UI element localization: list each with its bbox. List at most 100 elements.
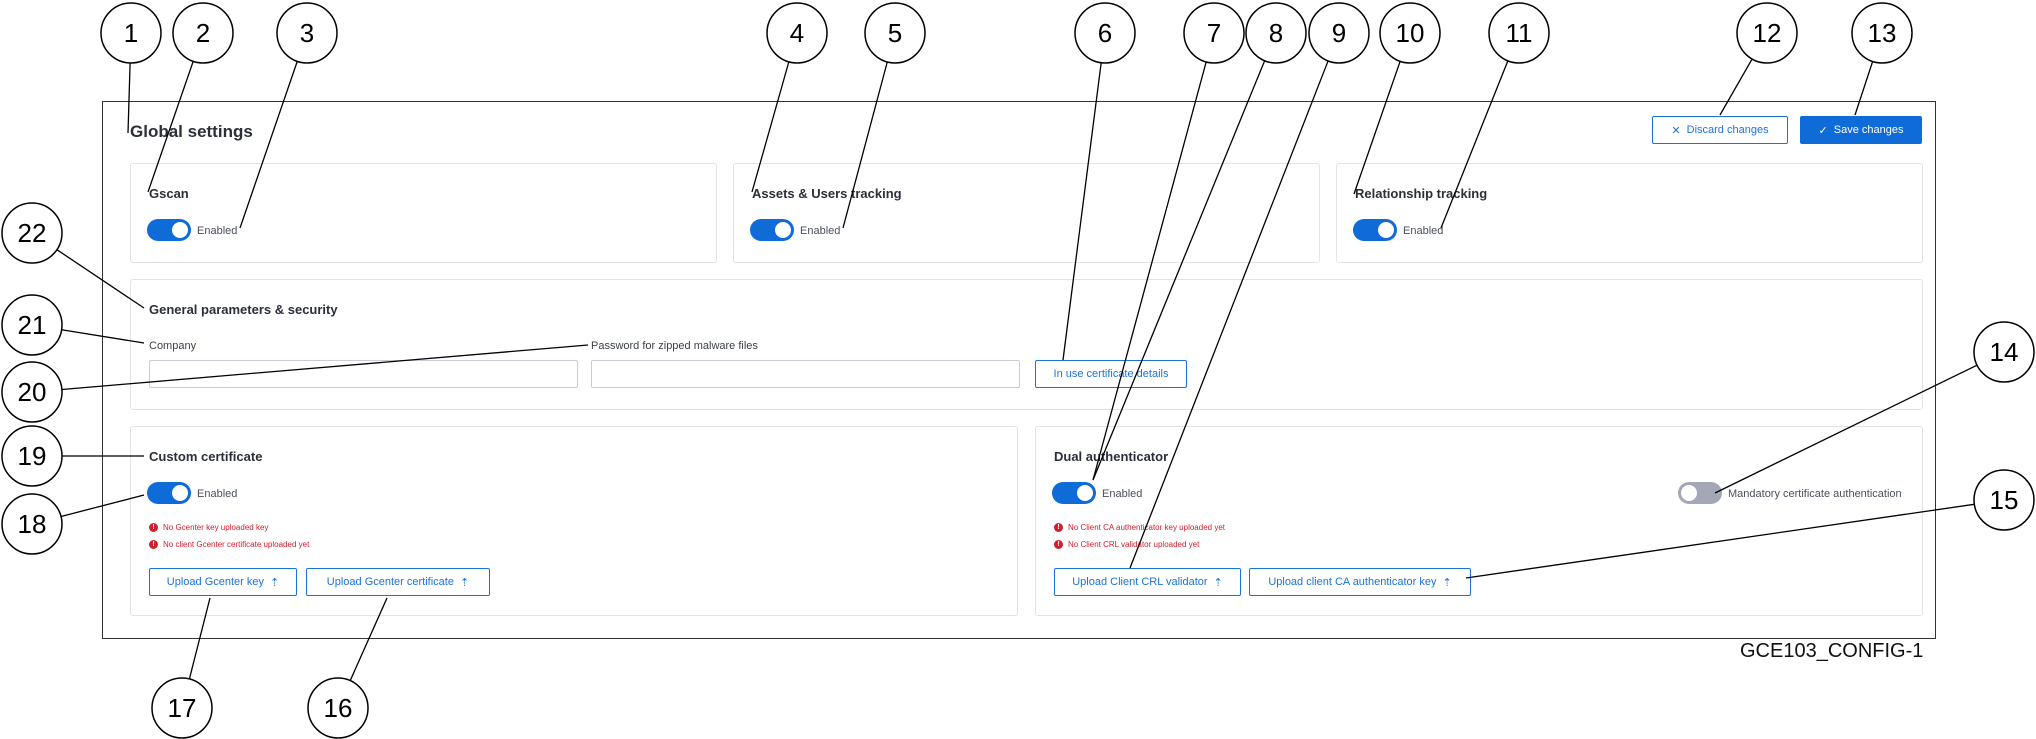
callout-number: 22 (18, 218, 47, 248)
callout-number: 2 (196, 18, 210, 48)
upload-client-ca-key-button[interactable]: Upload client CA authenticator key ⇡ (1249, 568, 1471, 596)
callout-circle (276, 2, 338, 64)
custom-cert-error-2-text: No client Gcenter certificate uploaded y… (163, 540, 310, 549)
callout-circle (307, 677, 369, 739)
callout-number: 20 (18, 377, 47, 407)
callout-circle (1, 294, 63, 356)
custom-cert-error-1: ! No Gcenter key uploaded key (149, 523, 268, 532)
callout-number: 14 (1990, 337, 2019, 367)
dual-authenticator-toggle-label: Enabled (1102, 488, 1143, 500)
password-input[interactable] (591, 360, 1020, 388)
upload-client-crl-validator-label: Upload Client CRL validator (1072, 576, 1208, 588)
error-icon: ! (149, 523, 158, 532)
error-icon: ! (1054, 523, 1063, 532)
dual-authenticator-card: Dual authenticator Enabled Mandatory cer… (1035, 426, 1923, 616)
page-title: Global settings (130, 122, 253, 141)
upload-gcenter-key-label: Upload Gcenter key (166, 576, 264, 588)
upload-icon: ⇡ (270, 576, 280, 589)
dual-auth-error-2: ! No Client CRL validator uploaded yet (1054, 540, 1199, 549)
callout-number: 7 (1207, 18, 1221, 48)
callout-number: 17 (168, 693, 197, 723)
password-label: Password for zipped malware files (591, 340, 758, 352)
callout-number: 19 (18, 441, 47, 471)
callout-circle (1074, 2, 1136, 64)
gscan-toggle[interactable] (147, 219, 191, 241)
callout-circle (1, 361, 63, 423)
custom-cert-error-2: ! No client Gcenter certificate uploaded… (149, 540, 309, 549)
upload-icon: ⇡ (1213, 576, 1223, 589)
close-icon: ✕ (1671, 124, 1681, 137)
callout-number: 3 (300, 18, 314, 48)
relationship-tracking-toggle[interactable] (1353, 219, 1397, 241)
callout-circle (151, 677, 213, 739)
discard-changes-label: Discard changes (1686, 124, 1769, 136)
callout-number: 5 (888, 18, 902, 48)
relationship-tracking-title: Relationship tracking (1355, 186, 1488, 201)
save-changes-label: Save changes (1833, 124, 1904, 136)
upload-gcenter-certificate-button[interactable]: Upload Gcenter certificate ⇡ (306, 568, 490, 596)
dual-auth-error-2-text: No Client CRL validator uploaded yet (1068, 540, 1200, 549)
callout-circle (864, 2, 926, 64)
company-input[interactable] (149, 360, 578, 388)
callout-circle (100, 2, 162, 64)
custom-certificate-toggle-label: Enabled (197, 488, 238, 500)
assets-users-tracking-title: Assets & Users tracking (752, 186, 902, 201)
assets-users-tracking-card: Assets & Users tracking Enabled (733, 163, 1320, 263)
callout-number: 6 (1098, 18, 1112, 48)
custom-certificate-title: Custom certificate (149, 449, 263, 464)
callout-circle (1245, 2, 1307, 64)
assets-tracking-toggle-label: Enabled (800, 225, 841, 237)
callout-circle (1851, 2, 1913, 64)
figure-code: GCE103_CONFIG-1 (1740, 640, 1924, 662)
callout-circle (172, 2, 234, 64)
callout-circle (1379, 2, 1441, 64)
error-icon: ! (149, 540, 158, 549)
general-parameters-title: General parameters & security (149, 302, 338, 317)
discard-changes-button[interactable]: ✕ Discard changes (1652, 116, 1788, 144)
callout-number: 15 (1990, 485, 2019, 515)
callout-circle (1488, 2, 1550, 64)
company-label: Company (149, 340, 197, 352)
upload-client-crl-validator-button[interactable]: Upload Client CRL validator ⇡ (1054, 568, 1241, 596)
gscan-title: Gscan (149, 186, 189, 201)
callout-circle (1, 425, 63, 487)
gscan-card: Gscan Enabled (130, 163, 717, 263)
callout-number: 18 (18, 509, 47, 539)
callout-circle (1, 202, 63, 264)
upload-gcenter-certificate-label: Upload Gcenter certificate (326, 576, 454, 588)
assets-tracking-toggle[interactable] (750, 219, 794, 241)
callout-number: 16 (324, 693, 353, 723)
in-use-certificate-details-button[interactable]: In use certificate details (1035, 360, 1187, 388)
callout-number: 11 (1506, 18, 1533, 48)
general-parameters-card: General parameters & security Company Pa… (130, 279, 1923, 410)
callout-number: 13 (1868, 18, 1897, 48)
callout-circle (766, 2, 828, 64)
gscan-toggle-label: Enabled (197, 225, 238, 237)
callout-circle (1973, 469, 2035, 531)
error-icon: ! (1054, 540, 1063, 549)
callout-circle (1308, 2, 1370, 64)
save-changes-button[interactable]: ✓ Save changes (1800, 116, 1922, 144)
custom-certificate-toggle[interactable] (147, 482, 191, 504)
callout-number: 9 (1332, 18, 1346, 48)
upload-gcenter-key-button[interactable]: Upload Gcenter key ⇡ (149, 568, 297, 596)
dual-auth-error-1-text: No Client CA authenticator key uploaded … (1068, 523, 1225, 532)
mandatory-certificate-toggle[interactable] (1678, 482, 1722, 504)
callout-circle (1183, 2, 1245, 64)
callout-circle (1, 493, 63, 555)
custom-certificate-card: Custom certificate Enabled ! No Gcenter … (130, 426, 1018, 616)
dual-authenticator-toggle[interactable] (1052, 482, 1096, 504)
dual-authenticator-title: Dual authenticator (1054, 449, 1169, 464)
custom-cert-error-1-text: No Gcenter key uploaded key (163, 523, 269, 532)
callout-number: 1 (124, 18, 138, 48)
mandatory-certificate-label: Mandatory certificate authentication (1728, 488, 1902, 500)
callout-number: 10 (1396, 18, 1425, 48)
callout-circle (1736, 2, 1798, 64)
relationship-tracking-card: Relationship tracking Enabled (1336, 163, 1923, 263)
in-use-certificate-details-label: In use certificate details (1053, 368, 1169, 380)
callout-number: 21 (18, 310, 47, 340)
global-settings-panel: Global settings ✕ Discard changes ✓ Save… (102, 101, 1936, 639)
callout-number: 12 (1753, 18, 1782, 48)
upload-icon: ⇡ (459, 576, 470, 589)
upload-client-ca-key-label: Upload client CA authenticator key (1268, 576, 1437, 588)
